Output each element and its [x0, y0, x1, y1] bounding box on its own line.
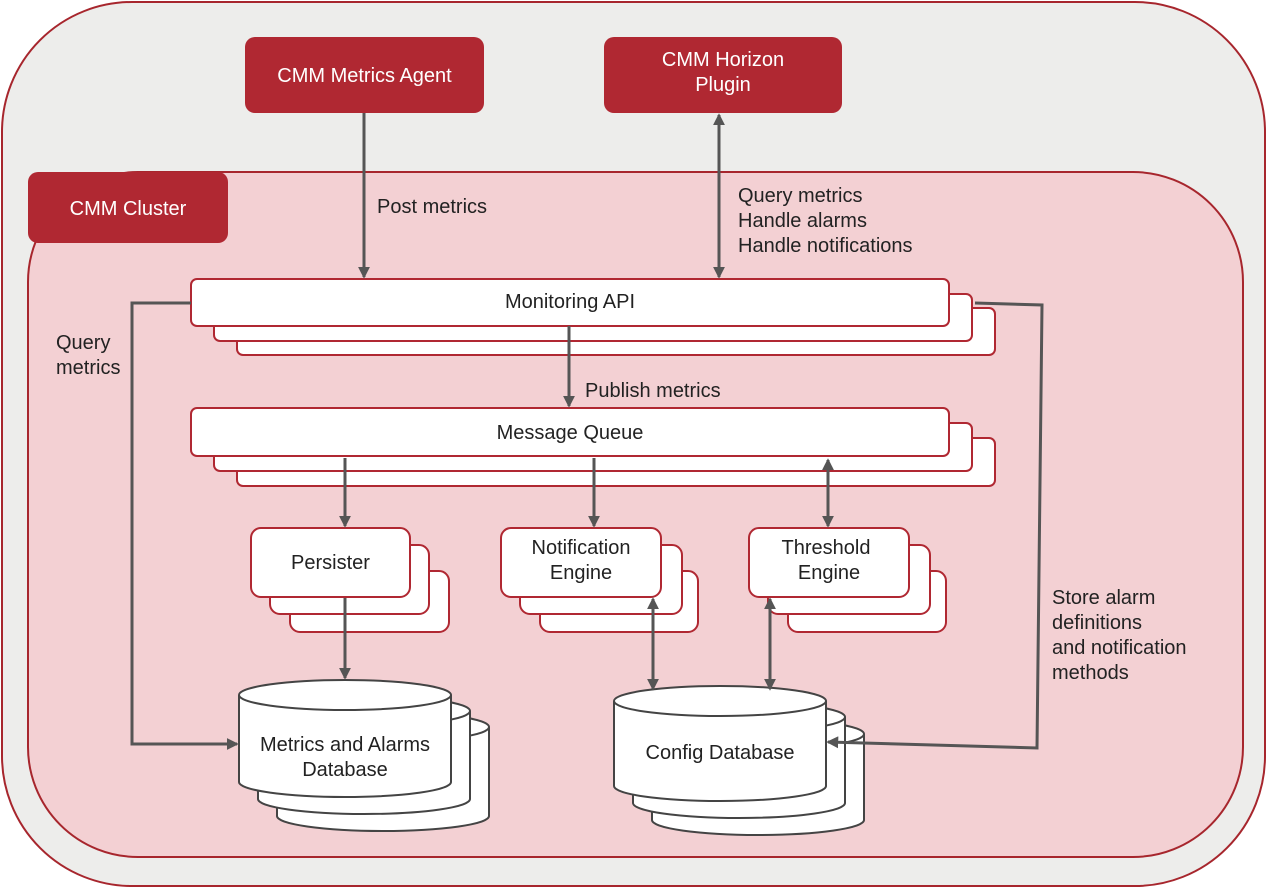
metrics-alarms-database-label-line2: Database — [302, 759, 388, 781]
query-plugin-label-line3: Handle notifications — [738, 235, 913, 257]
persister-label: Persister — [291, 552, 370, 574]
cmm-cluster-label: CMM Cluster — [70, 198, 187, 220]
message-queue-stack: Message Queue — [190, 407, 996, 487]
monitoring-api-stack: Monitoring API — [190, 278, 996, 356]
threshold-engine-label-line2: Engine — [798, 562, 860, 584]
cmm-horizon-plugin-node: CMM Horizon Plugin — [604, 37, 842, 113]
cmm-metrics-agent-label: CMM Metrics Agent — [277, 65, 452, 87]
cmm-metrics-agent-node: CMM Metrics Agent — [245, 37, 484, 113]
cmm-horizon-plugin-label-line1: CMM Horizon — [662, 49, 784, 71]
metrics-alarms-database-stack: Metrics and Alarms Database — [238, 679, 490, 832]
cmm-horizon-plugin-label-line2: Plugin — [695, 74, 751, 96]
query-left-label-line1: Query — [56, 332, 110, 354]
threshold-engine-stack: Threshold Engine — [748, 527, 947, 633]
cmm-cluster-label-box: CMM Cluster — [28, 172, 228, 243]
config-database-label: Config Database — [646, 742, 795, 764]
notification-engine-stack: Notification Engine — [500, 527, 699, 633]
store-alarm-arrow — [826, 301, 1044, 750]
notification-engine-label-line1: Notification — [532, 537, 631, 559]
query-plugin-label-line2: Handle alarms — [738, 210, 867, 232]
persister-stack: Persister — [250, 527, 450, 633]
notification-engine-label-line2: Engine — [550, 562, 612, 584]
metrics-alarms-database-label-line1: Metrics and Alarms — [260, 734, 430, 756]
query-left-label-line2: metrics — [56, 357, 120, 379]
post-metrics-label: Post metrics — [377, 196, 487, 218]
message-queue-label: Message Queue — [497, 422, 644, 444]
store-alarm-label-line3: and notification — [1052, 637, 1187, 659]
store-alarm-label-line4: methods — [1052, 662, 1129, 684]
publish-metrics-label: Publish metrics — [585, 380, 721, 402]
config-database-stack: Config Database — [613, 685, 865, 836]
query-metrics-arrow — [130, 301, 239, 750]
store-alarm-label-line1: Store alarm — [1052, 587, 1155, 609]
monitoring-api-label: Monitoring API — [505, 291, 635, 313]
threshold-engine-label-line1: Threshold — [782, 537, 871, 559]
query-plugin-label-line1: Query metrics — [738, 185, 862, 207]
store-alarm-label-line2: definitions — [1052, 612, 1142, 634]
